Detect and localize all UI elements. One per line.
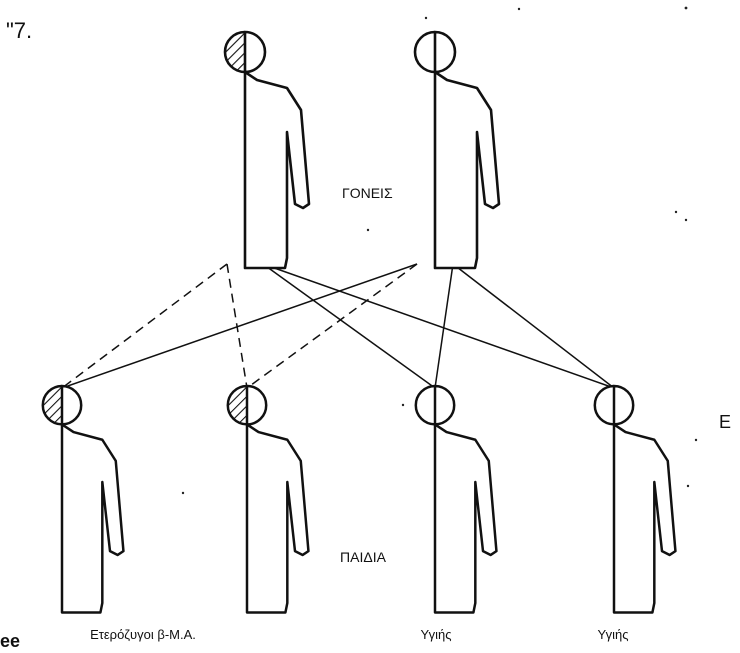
- child-1-figure-left-half: [43, 386, 62, 424]
- scan-speck: [695, 439, 697, 441]
- child-2-figure-left-half: [228, 386, 247, 424]
- child-2-figure: [228, 386, 309, 613]
- scan-speck: [425, 17, 427, 19]
- child-1-figure-right-half: [62, 386, 123, 613]
- child-4-figure-left-half: [595, 386, 614, 424]
- child-1-caption: Ετερόζυγοι β-Μ.Α.: [90, 627, 196, 642]
- child-3-figure-left-half: [416, 386, 435, 424]
- corner-mark-top-left: "7.: [6, 18, 32, 43]
- parent-healthy-figure-left-half: [415, 32, 435, 72]
- figures-group: [43, 32, 676, 613]
- child-1-figure: [43, 386, 124, 613]
- scan-speck: [182, 492, 184, 494]
- corner-mark-bottom-left: ee: [0, 631, 20, 648]
- parent-carrier-figure: [225, 32, 309, 268]
- scan-speck: [675, 211, 677, 213]
- scan-speck: [367, 229, 369, 231]
- inheritance-line-1: [62, 264, 227, 388]
- child-4-caption: Υγιής: [598, 627, 629, 642]
- child-3-figure: [416, 386, 497, 613]
- parent-healthy-figure-right-half: [435, 32, 499, 268]
- children-label: ΠΑΙΔΙΑ: [340, 549, 387, 565]
- child-3-figure-right-half: [435, 386, 496, 613]
- inheritance-line-8: [453, 264, 614, 388]
- child-3-caption: Υγιής: [421, 627, 452, 642]
- inheritance-line-3: [263, 264, 435, 388]
- child-4-figure: [595, 386, 676, 613]
- inheritance-line-2: [227, 264, 247, 388]
- child-4-figure-right-half: [614, 386, 675, 613]
- corner-mark-right-edge: E: [719, 412, 731, 432]
- scan-speck: [685, 219, 687, 221]
- parent-carrier-figure-left-half: [225, 32, 245, 72]
- inheritance-line-4: [263, 264, 614, 388]
- inheritance-lines: [62, 264, 614, 388]
- scan-speck: [402, 404, 404, 406]
- scan-speck: [687, 485, 689, 487]
- child-2-figure-right-half: [247, 386, 308, 613]
- parent-carrier-figure-right-half: [245, 32, 309, 268]
- inheritance-line-6: [247, 264, 417, 388]
- scan-speck: [685, 7, 688, 10]
- inheritance-line-5: [62, 264, 417, 388]
- parent-healthy-figure: [415, 32, 499, 268]
- scan-speck: [518, 8, 520, 10]
- parents-label: ΓΟΝΕΙΣ: [342, 185, 393, 201]
